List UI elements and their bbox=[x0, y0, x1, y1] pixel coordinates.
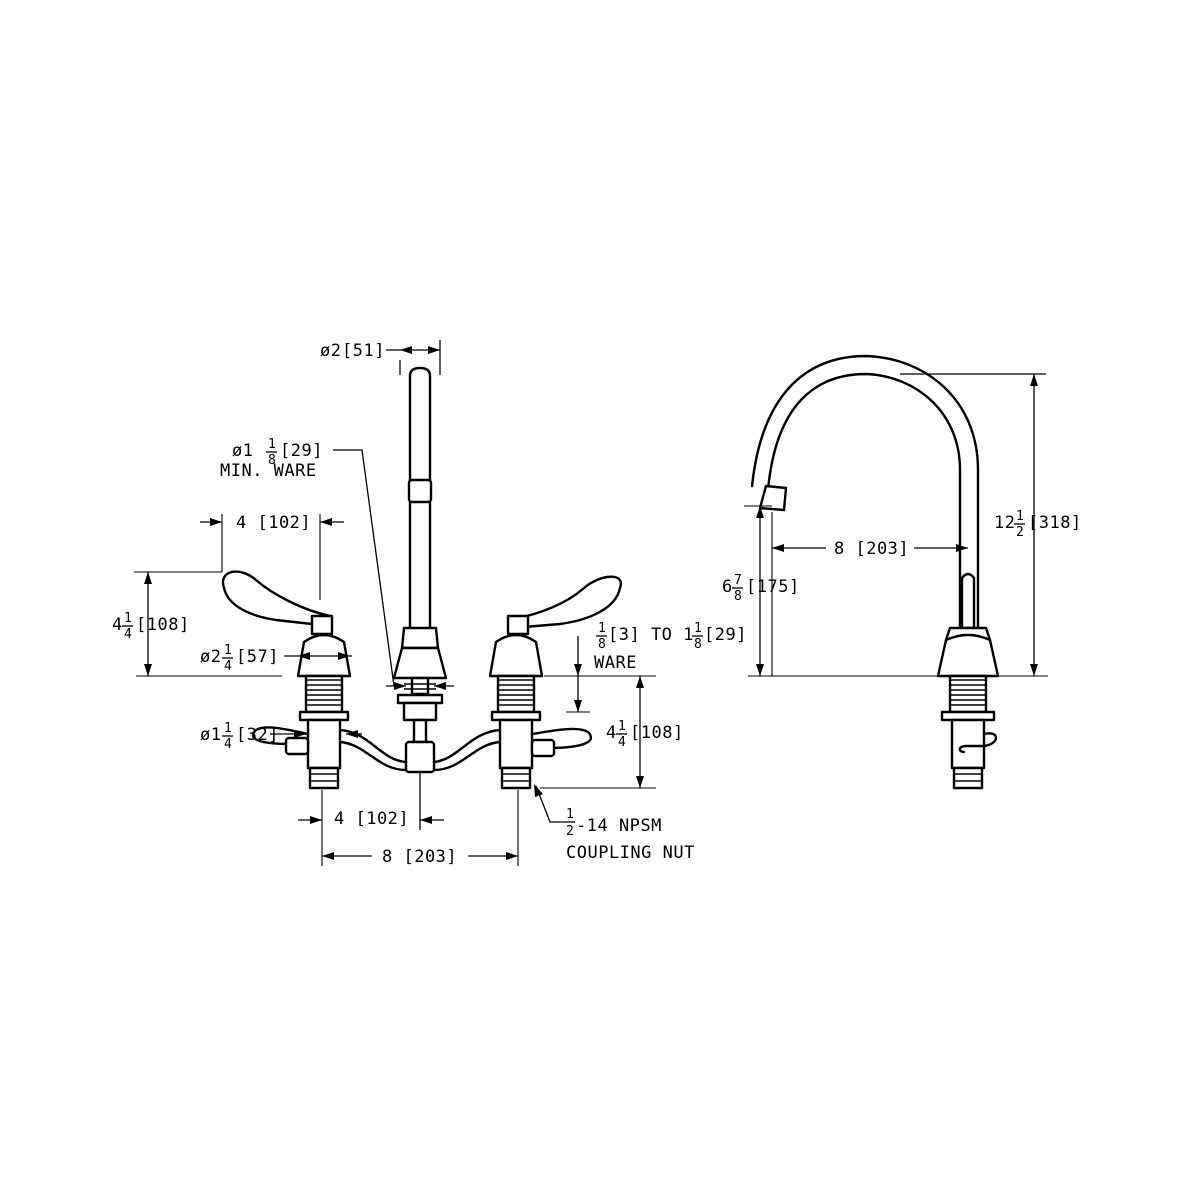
min-ware-frac-num: 1 bbox=[268, 437, 276, 452]
coupling-label: COUPLING NUT bbox=[566, 843, 695, 863]
dim-shank-length: 4 1 4 [108] bbox=[540, 676, 684, 789]
dim-handle-height: 4 1 4 [108] bbox=[112, 571, 222, 676]
outlet-height-frac-num: 7 bbox=[734, 573, 742, 588]
handle-height-metric: [108] bbox=[136, 615, 190, 635]
handle-spacing-text: 4 [102] bbox=[236, 513, 311, 533]
overall-height-metric: [318] bbox=[1028, 513, 1082, 533]
side-body bbox=[936, 633, 1000, 790]
deck-range-label: WARE bbox=[594, 653, 637, 673]
shank-prefix: 4 bbox=[606, 723, 617, 743]
dim-min-ware: ø1 1 8 [29] MIN. WARE bbox=[220, 437, 454, 690]
dim-spout-dia: ø2 [51] bbox=[320, 341, 440, 361]
right-valve bbox=[432, 575, 623, 790]
dim-handle-spacing: 4 [102] bbox=[200, 513, 344, 600]
spout bbox=[399, 340, 441, 630]
spout-dia-prefix: ø2 bbox=[320, 341, 341, 361]
inlet-metric: [32] bbox=[236, 725, 279, 745]
escutcheon-frac-num: 1 bbox=[224, 643, 232, 658]
left-valve bbox=[221, 570, 408, 790]
dim-outlet-height: 6 7 8 [175] bbox=[722, 505, 800, 676]
outlet-height-frac-den: 8 bbox=[734, 589, 742, 604]
handle-height-frac-den: 4 bbox=[124, 627, 132, 642]
shank-metric: [108] bbox=[630, 723, 684, 743]
outlet-height-metric: [175] bbox=[746, 577, 800, 597]
overall-height-frac-den: 2 bbox=[1016, 525, 1024, 540]
overall-centers-text: 8 [203] bbox=[382, 847, 457, 867]
coupling-frac-den: 2 bbox=[566, 824, 574, 839]
side-view: 8 [203] 6 7 8 [175] 12 1 2 [318] bbox=[722, 354, 1082, 790]
overall-height-frac-num: 1 bbox=[1016, 509, 1024, 524]
coupling-frac-num: 1 bbox=[566, 807, 574, 822]
callout-coupling-nut: 1 2 -14 NPSM COUPLING NUT bbox=[534, 784, 695, 863]
inlet-frac-num: 1 bbox=[224, 721, 232, 736]
shank-frac-num: 1 bbox=[618, 719, 626, 734]
deck-range-mid: [3] TO 1 bbox=[608, 625, 694, 645]
side-handle bbox=[944, 572, 992, 642]
overall-height-prefix: 12 bbox=[994, 513, 1015, 533]
min-ware-label: MIN. WARE bbox=[220, 461, 317, 481]
deck-range-metric: [29] bbox=[704, 625, 747, 645]
dim-overall-centers: 8 [203] bbox=[322, 790, 519, 867]
deck-range-frac2-den: 8 bbox=[694, 637, 702, 652]
outlet-height-prefix: 6 bbox=[722, 577, 733, 597]
escutcheon-frac-den: 4 bbox=[224, 659, 232, 674]
dim-overall-height: 12 1 2 [318] bbox=[994, 374, 1082, 676]
reach-text: 8 [203] bbox=[834, 539, 909, 559]
escutcheon-metric: [57] bbox=[236, 647, 279, 667]
inlet-frac-den: 4 bbox=[224, 737, 232, 752]
gooseneck-spout bbox=[750, 354, 1046, 630]
deck-range-frac1-num: 1 bbox=[598, 621, 606, 636]
min-ware-prefix: ø1 bbox=[232, 441, 253, 461]
escutcheon-prefix: ø2 bbox=[200, 647, 221, 667]
dim-inlet-dia: ø1 1 4 [32] bbox=[200, 721, 362, 752]
deck-range-frac1-den: 8 bbox=[598, 637, 606, 652]
handle-height-frac-num: 1 bbox=[124, 611, 132, 626]
min-ware-frac-den: 8 bbox=[268, 453, 276, 468]
dim-deck-range: 1 8 [3] TO 1 1 8 [29] WARE bbox=[566, 621, 747, 713]
dim-reach: 8 [203] bbox=[771, 512, 968, 676]
center-to-valve-text: 4 [102] bbox=[334, 809, 409, 829]
coupling-text: -14 NPSM bbox=[576, 816, 662, 836]
handle-height-prefix: 4 bbox=[112, 615, 123, 635]
deck-range-frac2-num: 1 bbox=[694, 621, 702, 636]
dim-center-to-valve: 4 [102] bbox=[298, 790, 444, 866]
shank-frac-den: 4 bbox=[618, 735, 626, 750]
dim-escutcheon-dia: ø2 1 4 [57] bbox=[200, 643, 352, 674]
spout-dia-metric: [51] bbox=[342, 341, 385, 361]
min-ware-metric: [29] bbox=[280, 441, 323, 461]
front-view: ø2 [51] ø1 1 8 [29] MIN. WARE 4 [102] bbox=[112, 340, 747, 867]
center-body bbox=[392, 626, 448, 830]
inlet-prefix: ø1 bbox=[200, 725, 221, 745]
